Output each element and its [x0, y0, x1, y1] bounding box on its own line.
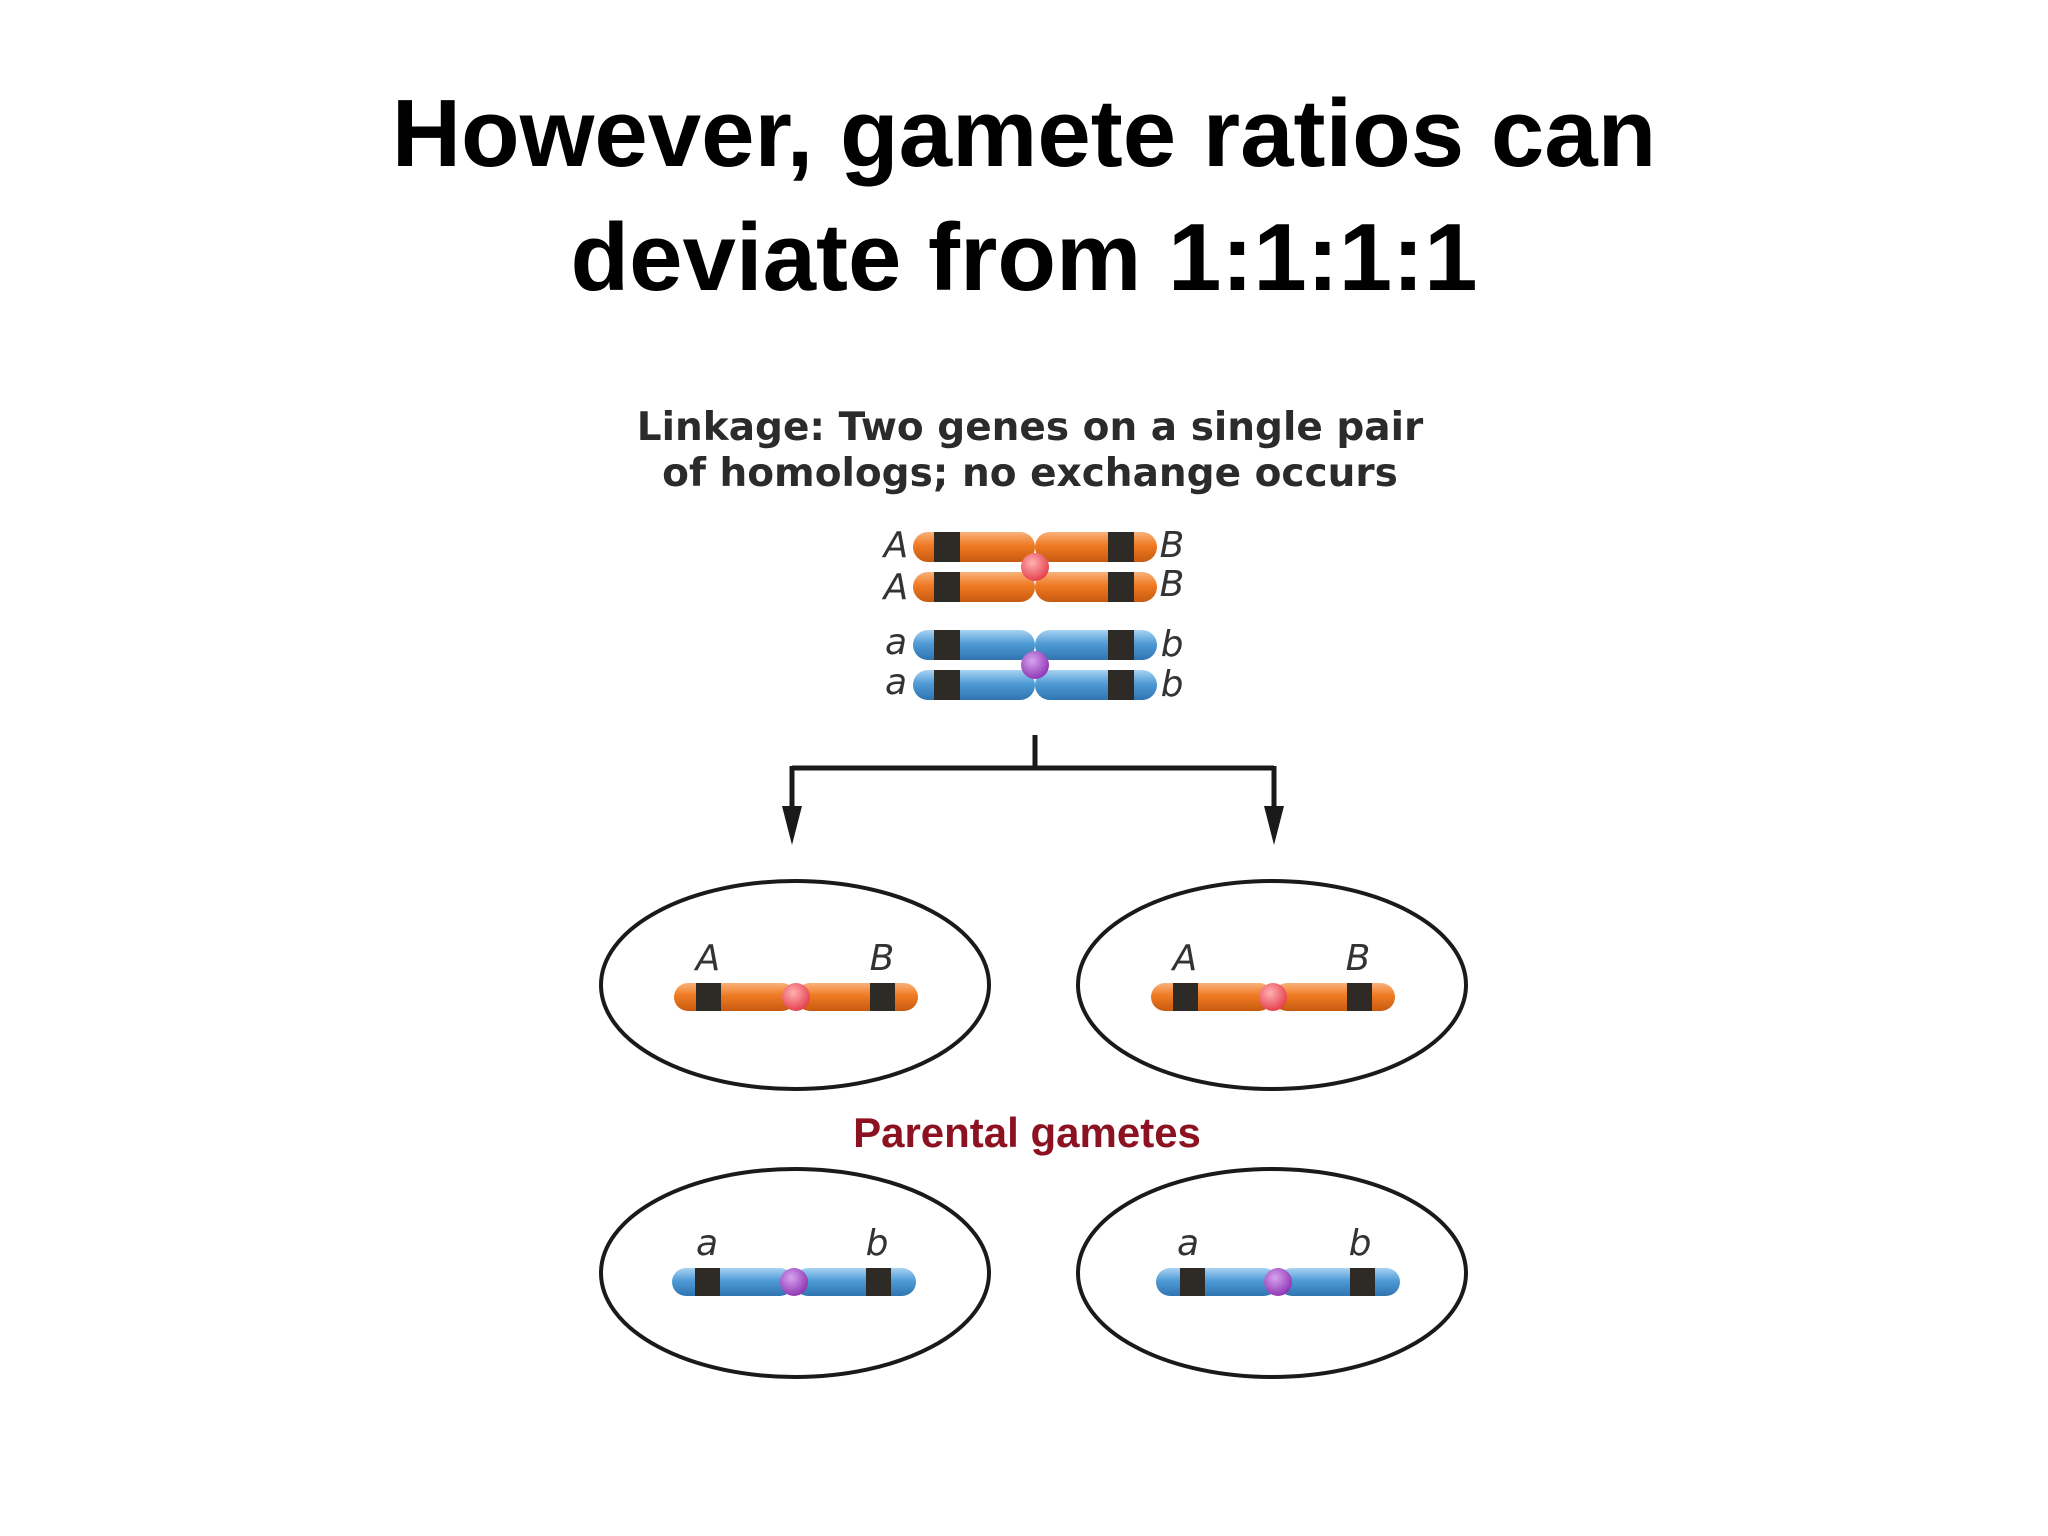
- caption-line-1: Linkage: Two genes on a single pair: [637, 405, 1424, 450]
- gamete-4-gene-right: b: [1349, 1223, 1372, 1264]
- caption-line-2: of homologs; no exchange occurs: [662, 451, 1398, 496]
- meiosis-branch-arrows: [789, 735, 1277, 810]
- arrow-head-left: [782, 806, 802, 845]
- gene-label-B-bottom: B: [1160, 564, 1185, 605]
- blue-centromere: [1021, 651, 1049, 679]
- parental-gametes-label: Parental gametes: [853, 1109, 1201, 1156]
- orange-chromatid-bottom: [913, 572, 1157, 602]
- gamete-3-gene-left: a: [696, 1223, 718, 1264]
- title-line-2: deviate from 1:1:1:1: [570, 204, 1478, 311]
- gamete-4-gene-left: a: [1177, 1223, 1199, 1264]
- orange-chromatid-top: [913, 532, 1157, 562]
- gene-label-b-bottom: b: [1161, 664, 1184, 705]
- gene-label-a-top: a: [885, 622, 907, 663]
- gene-label-A-top: A: [882, 525, 909, 566]
- gamete-1-gene-left: A: [694, 938, 721, 979]
- title-line-1: However, gamete ratios can: [391, 80, 1657, 187]
- blue-chromatid-bottom: [913, 670, 1157, 700]
- gene-label-A-bottom: A: [882, 567, 909, 608]
- gamete-2-gene-left: A: [1171, 938, 1198, 979]
- gamete-ab-1: [599, 1167, 991, 1379]
- gene-label-B-top: B: [1160, 525, 1185, 566]
- gene-label-b-top: b: [1161, 624, 1184, 665]
- gamete-AB-1: [599, 879, 991, 1091]
- gamete-1-gene-right: B: [870, 938, 895, 979]
- gamete-ab-2: [1076, 1167, 1468, 1379]
- orange-centromere: [1021, 553, 1049, 581]
- arrow-head-right: [1264, 806, 1284, 845]
- orange-parental-homolog: [913, 532, 1157, 602]
- gamete-AB-2: [1076, 879, 1468, 1091]
- blue-chromatid-top: [913, 630, 1157, 660]
- gamete-2-gene-right: B: [1346, 938, 1371, 979]
- gamete-3-gene-right: b: [866, 1223, 889, 1264]
- blue-parental-homolog: [913, 630, 1157, 700]
- gene-label-a-bottom: a: [885, 662, 907, 703]
- slide-title: However, gamete ratios can deviate from …: [0, 72, 2048, 320]
